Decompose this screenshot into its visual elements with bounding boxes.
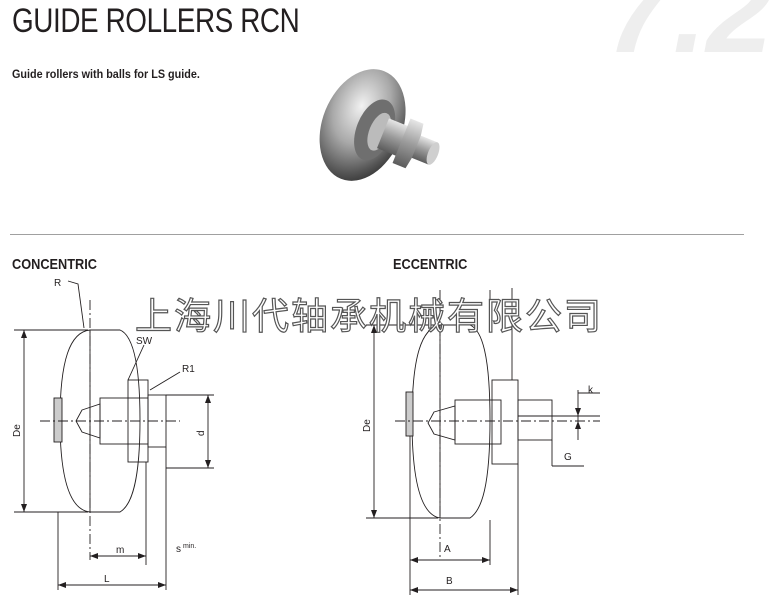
- label-R: R: [54, 278, 61, 289]
- label-G: G: [564, 452, 572, 463]
- label-B: B: [446, 576, 453, 587]
- label-R1: R1: [182, 364, 195, 375]
- concentric-heading: CONCENTRIC: [12, 256, 97, 273]
- concentric-drawing: R SW R1 De d m s min. L: [12, 278, 214, 590]
- company-watermark: 上海川代轴承机械有限公司: [134, 294, 603, 338]
- section-number: 7.2: [606, 0, 773, 78]
- label-L: L: [104, 574, 110, 585]
- label-d: d: [196, 430, 207, 436]
- section-divider: [10, 234, 744, 235]
- eccentric-drawing: De k G A B: [362, 288, 600, 595]
- label-k: k: [588, 385, 594, 396]
- label-De: De: [12, 424, 23, 437]
- label-SW: SW: [136, 336, 153, 347]
- eccentric-label-De: De: [362, 419, 373, 432]
- page-subtitle: Guide rollers with balls for LS guide.: [12, 67, 200, 81]
- page-title: GUIDE ROLLERS RCN: [12, 2, 300, 40]
- label-s-min: min.: [183, 543, 196, 550]
- label-s: s: [176, 544, 181, 555]
- eccentric-heading: ECCENTRIC: [393, 256, 468, 273]
- label-A: A: [444, 544, 451, 555]
- label-m: m: [116, 545, 124, 556]
